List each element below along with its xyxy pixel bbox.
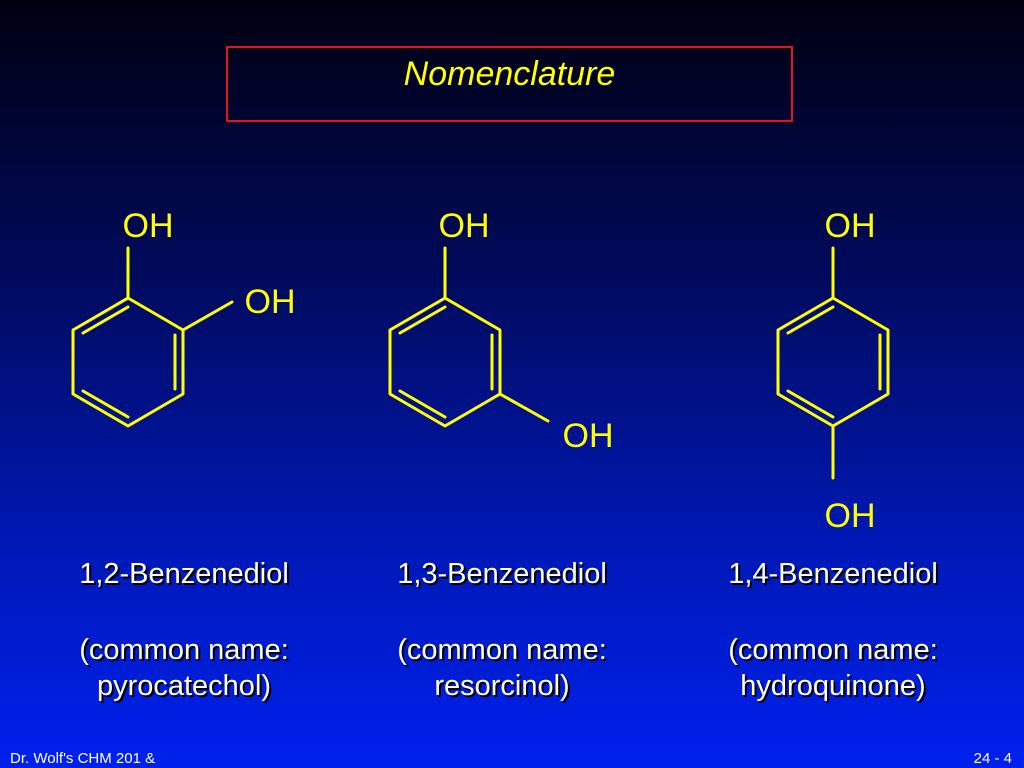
double-bond [398, 305, 447, 335]
common-name-value: hydroquinone) [740, 670, 926, 702]
footer-course: Dr. Wolf's CHM 201 & [10, 750, 156, 767]
common-name: (common name: resorcinol) [342, 632, 662, 704]
oh-label: OH [123, 207, 174, 245]
compound-name: 1,3-Benzenediol [397, 558, 607, 590]
common-name-value: pyrocatechol) [96, 670, 272, 702]
oh-bond [181, 300, 234, 332]
common-name-value: resorcinol) [434, 670, 570, 702]
common-name: (common name: hydroquinone) [673, 632, 993, 704]
oh-bond [498, 392, 550, 423]
oh-label: OH [439, 207, 490, 245]
slide-number: 24 - 4 [973, 750, 1012, 767]
benzene-ring [71, 296, 185, 428]
oh-label: OH [825, 497, 876, 535]
title-box [226, 46, 793, 122]
common-name-label: (common name: [728, 634, 938, 666]
hydroquinone-structure [776, 246, 890, 480]
double-bond [786, 305, 835, 335]
compound-name: 1,2-Benzenediol [79, 558, 289, 590]
common-name: (common name: pyrocatechol) [24, 632, 344, 704]
double-bond [81, 389, 130, 419]
oh-label: OH [245, 283, 296, 321]
benzene-ring [776, 296, 890, 428]
double-bond [398, 389, 447, 419]
oh-label: OH [825, 207, 876, 245]
common-name-label: (common name: [397, 634, 607, 666]
benzene-ring [388, 296, 502, 428]
oh-label: OH [563, 417, 614, 455]
resorcinol-structure [388, 246, 550, 428]
pyrocatechol-structure [71, 246, 234, 428]
double-bond [81, 305, 130, 335]
double-bond [786, 389, 835, 419]
common-name-label: (common name: [79, 634, 289, 666]
slide-title: Nomenclature [403, 55, 616, 93]
compound-name: 1,4-Benzenediol [728, 558, 938, 590]
